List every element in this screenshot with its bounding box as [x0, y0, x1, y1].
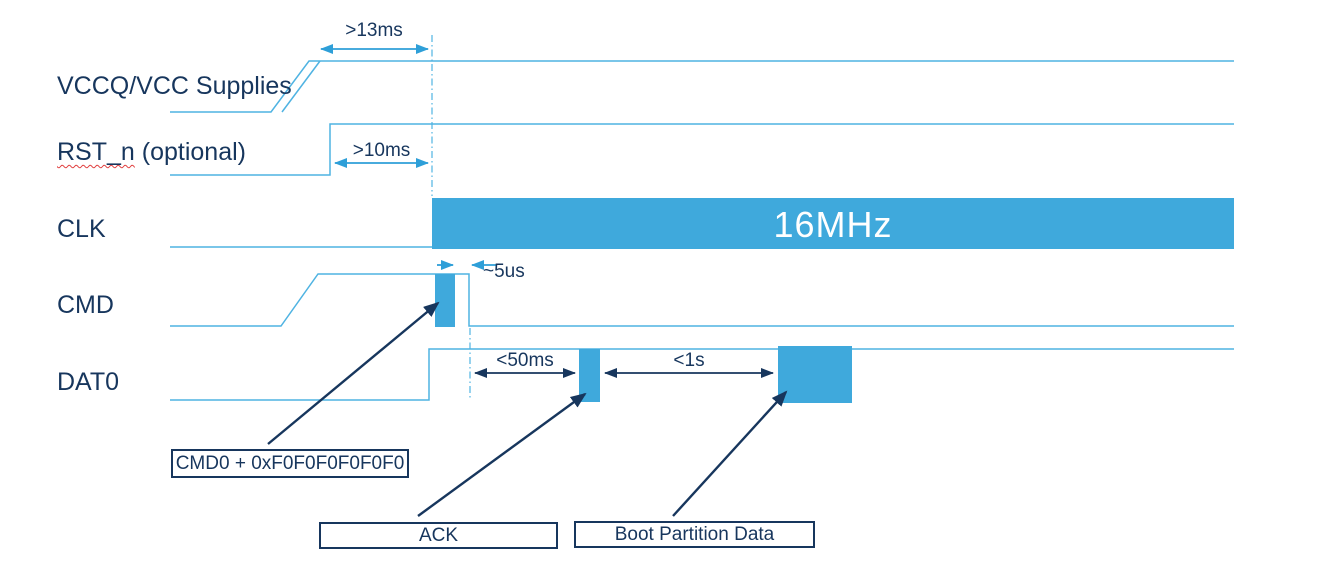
- callout-box-cmd0: CMD0 + 0xF0F0F0F0F0F0: [171, 449, 409, 478]
- rstn-label-text: RST_n: [57, 138, 135, 166]
- callout-arrow-boot: [672, 390, 788, 517]
- callout-arrow-cmd0: [267, 301, 440, 445]
- callout-box-boot: Boot Partition Data: [574, 521, 815, 548]
- signal-label-cmd: CMD: [57, 291, 114, 319]
- boot-data-block: [778, 346, 852, 403]
- cmd-waveform: [170, 273, 1234, 327]
- callout-box-ack: ACK: [319, 522, 558, 549]
- vccq-ramp-second-line: [281, 60, 321, 113]
- dim-label-cmd-gap: ~5us: [483, 261, 525, 282]
- clk-active-bar: [432, 198, 1234, 249]
- dim-label-boot: <1s: [673, 350, 705, 371]
- callout-cmd0-text: CMD0 + 0xF0F0F0F0F0F0: [175, 452, 405, 474]
- rstn-waveform: [170, 123, 1234, 176]
- clk-frequency-label: 16MHz: [773, 204, 893, 245]
- dim-label-rst: >10ms: [352, 140, 411, 161]
- vccq-waveform: [170, 60, 1234, 113]
- ack-pulse: [579, 349, 600, 402]
- callout-ack-text: ACK: [418, 524, 459, 546]
- callout-boot-text: Boot Partition Data: [614, 523, 775, 545]
- rstn-optional-text: (optional): [134, 138, 246, 166]
- signal-label-clk: CLK: [57, 215, 106, 243]
- cmd0-pulse: [435, 274, 455, 327]
- dim-label-ack: <50ms: [496, 350, 554, 371]
- signal-label-rstn: RST_n (optional): [57, 138, 246, 167]
- callout-arrow-ack: [417, 392, 587, 517]
- dim-label-vcc-ramp: >13ms: [345, 20, 403, 41]
- signal-label-vccq: VCCQ/VCC Supplies: [57, 72, 292, 100]
- signal-label-dat0: DAT0: [57, 368, 120, 396]
